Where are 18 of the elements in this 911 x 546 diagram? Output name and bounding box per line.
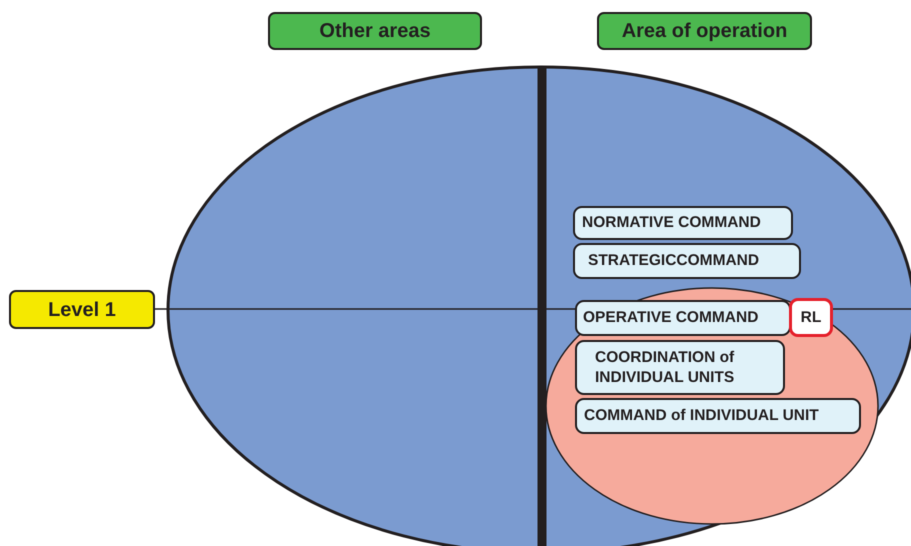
command-box xyxy=(573,206,793,240)
box-label: OPERATIVE COMMAND xyxy=(583,309,758,327)
box-label: COORDINATION of INDIVIDUAL UNITS xyxy=(595,348,736,387)
command-box xyxy=(573,243,801,279)
box-label: RL xyxy=(800,308,822,326)
header-tag xyxy=(597,12,812,50)
box-label: Other areas xyxy=(319,20,431,42)
box-label: STRATEGICCOMMAND xyxy=(588,252,760,270)
command-box xyxy=(575,340,785,395)
box-label: COMMAND of INDIVIDUAL UNIT xyxy=(584,407,819,425)
box-label: NORMATIVE COMMAND xyxy=(582,214,761,232)
box-label: Level 1 xyxy=(48,298,116,320)
command-box xyxy=(575,300,791,336)
box-label: Area of operation xyxy=(622,20,788,42)
header-tag xyxy=(268,12,482,50)
level-tag xyxy=(9,290,155,329)
command-box xyxy=(575,398,861,434)
rl-tag xyxy=(789,298,833,337)
